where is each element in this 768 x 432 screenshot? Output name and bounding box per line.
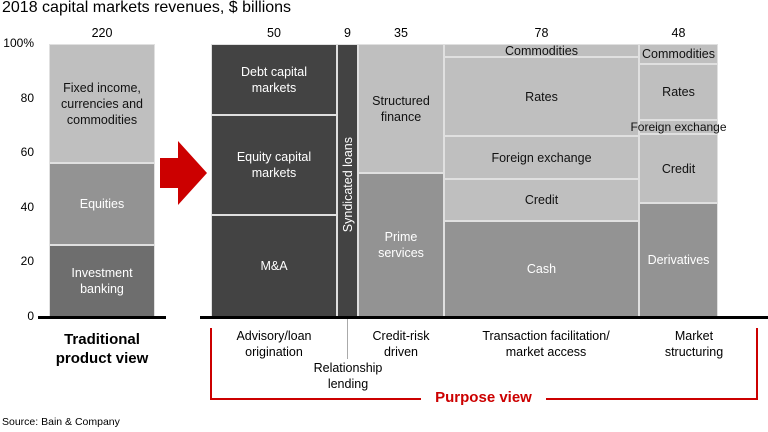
segment-debt-capital-markets: Debt capital markets [211,44,337,115]
label-line: structuring [664,345,724,359]
label-line: Traditional [64,331,140,348]
segment-tx-credit: Credit [444,179,639,221]
label-line: Advisory/loan [236,329,312,343]
segment-ms-commodities: Commodities [639,44,718,64]
y-tick-60: 60 [20,145,34,159]
y-tick-100: 100% [3,36,34,50]
total-market: 48 [671,26,686,40]
segment-label: Cash [526,262,557,276]
label-line: Credit-risk [372,329,430,343]
bracket-right [756,328,758,400]
label-line: Transaction facilitation/ [482,329,610,343]
segment-investment-banking: Investment banking [49,245,155,317]
segment-label: Commodities [505,43,578,58]
category-credit-risk: Credit-risk driven [358,328,444,360]
segment-tx-rates: Rates [444,57,639,136]
segment-label: Investment banking [71,266,133,296]
y-tick-20: 20 [20,254,34,268]
segment-label: M&A [260,259,288,273]
total-credit-risk: 35 [394,26,408,40]
x-axis-right [200,316,768,319]
segment-structured-finance: Structured finance [358,44,444,173]
label-line: lending [327,377,369,391]
segment-tx-cash: Cash [444,221,639,317]
x-axis-left [38,316,166,319]
segment-label: Prime services [378,230,424,260]
segment-ma: M&A [211,215,337,317]
bracket-left [210,328,212,400]
source-note: Source: Bain & Company [2,416,120,428]
bracket-bottom-right [546,398,758,400]
segment-ms-derivatives: Derivatives [639,203,718,317]
label-line: Relationship [313,361,383,375]
segment-label: Debt capital markets [240,64,307,95]
segment-ms-credit: Credit [639,134,718,203]
segment-ficc: Fixed income, currencies and commodities [49,44,155,163]
segment-label: Derivatives [647,253,710,267]
segment-label: Credit [524,193,559,207]
traditional-label: Traditional product view [40,330,164,368]
segment-label: Structured finance [372,93,430,124]
y-tick-80: 80 [20,91,34,105]
segment-tx-fx: Foreign exchange [444,136,639,179]
y-tick-40: 40 [20,200,34,214]
segment-ms-fx: Foreign exchange [630,120,727,134]
y-tick-0: 0 [27,309,34,323]
label-line: product view [55,350,149,367]
total-transaction: 78 [534,26,549,40]
segment-tx-commodities: Commodities [444,44,639,57]
segment-ms-rates: Rates [639,64,718,120]
chart-title: 2018 capital markets revenues, $ billion… [2,0,292,16]
label-line: market access [505,345,587,359]
segment-label: Syndicated loans [340,137,355,233]
segment-syndicated-loans: Syndicated loans [337,44,358,317]
segment-label: Credit [661,161,696,176]
segment-label: Equities [79,197,125,211]
traditional-total: 220 [91,26,113,40]
segment-equity-capital-markets: Equity capital markets [211,115,337,215]
purpose-view-label: Purpose view [435,389,532,406]
category-transaction: Transaction facilitation/ market access [454,328,638,360]
relationship-divider [347,319,348,359]
bracket-bottom-left [210,398,421,400]
label-line: Market [674,329,714,343]
segment-label: Foreign exchange [630,120,727,134]
segment-label: Commodities [642,47,715,61]
segment-label: Rates [525,89,558,104]
label-line: origination [245,345,303,359]
label-line: driven [383,345,419,359]
category-market: Market structuring [654,328,734,360]
segment-prime-services: Prime services [358,173,444,317]
segment-label: Fixed income, currencies and commodities [61,80,143,127]
arrow-right-icon [160,141,207,205]
segment-label: Equity capital markets [236,150,312,180]
total-advisory: 50 [267,26,281,40]
category-advisory: Advisory/loan origination [214,328,334,360]
segment-label: Foreign exchange [491,150,592,165]
total-syndicated: 9 [344,26,351,40]
segment-equities: Equities [49,163,155,245]
category-relationship: Relationship lending [300,360,396,392]
segment-label: Rates [662,85,695,99]
